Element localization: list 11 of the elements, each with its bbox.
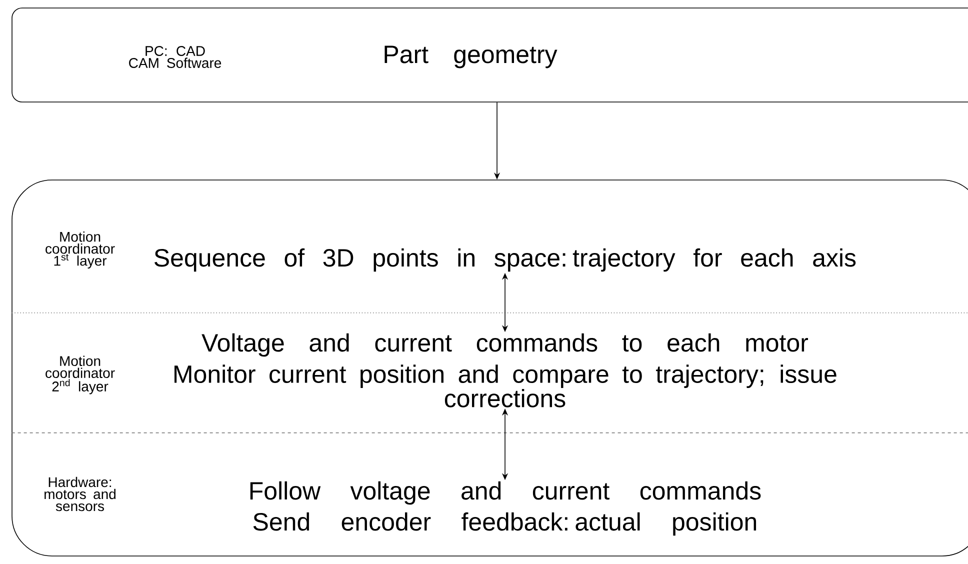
layer-text: Follow voltage and current commands <box>250 481 761 505</box>
side-label: Hardware: motors and sensors <box>44 476 116 512</box>
side-label: PC: CAD CAM Software <box>129 46 222 68</box>
side-label: Motion coordinator 1$^{st}$ layer <box>46 231 115 269</box>
layer-text: Send encoder feedback: actual position <box>253 512 756 536</box>
layer-text: Monitor current position and compare to trajectory; issue corrections <box>174 364 836 408</box>
container-box <box>12 180 968 556</box>
layer-text: Voltage and current commands to each motor <box>202 333 808 357</box>
box-heading: Part geometry <box>384 46 558 68</box>
layer-text: Sequence of 3D points in space: trajectory for each axis <box>154 248 856 272</box>
side-label: Motion coordinator 2$^{nd}$ layer <box>46 356 115 394</box>
